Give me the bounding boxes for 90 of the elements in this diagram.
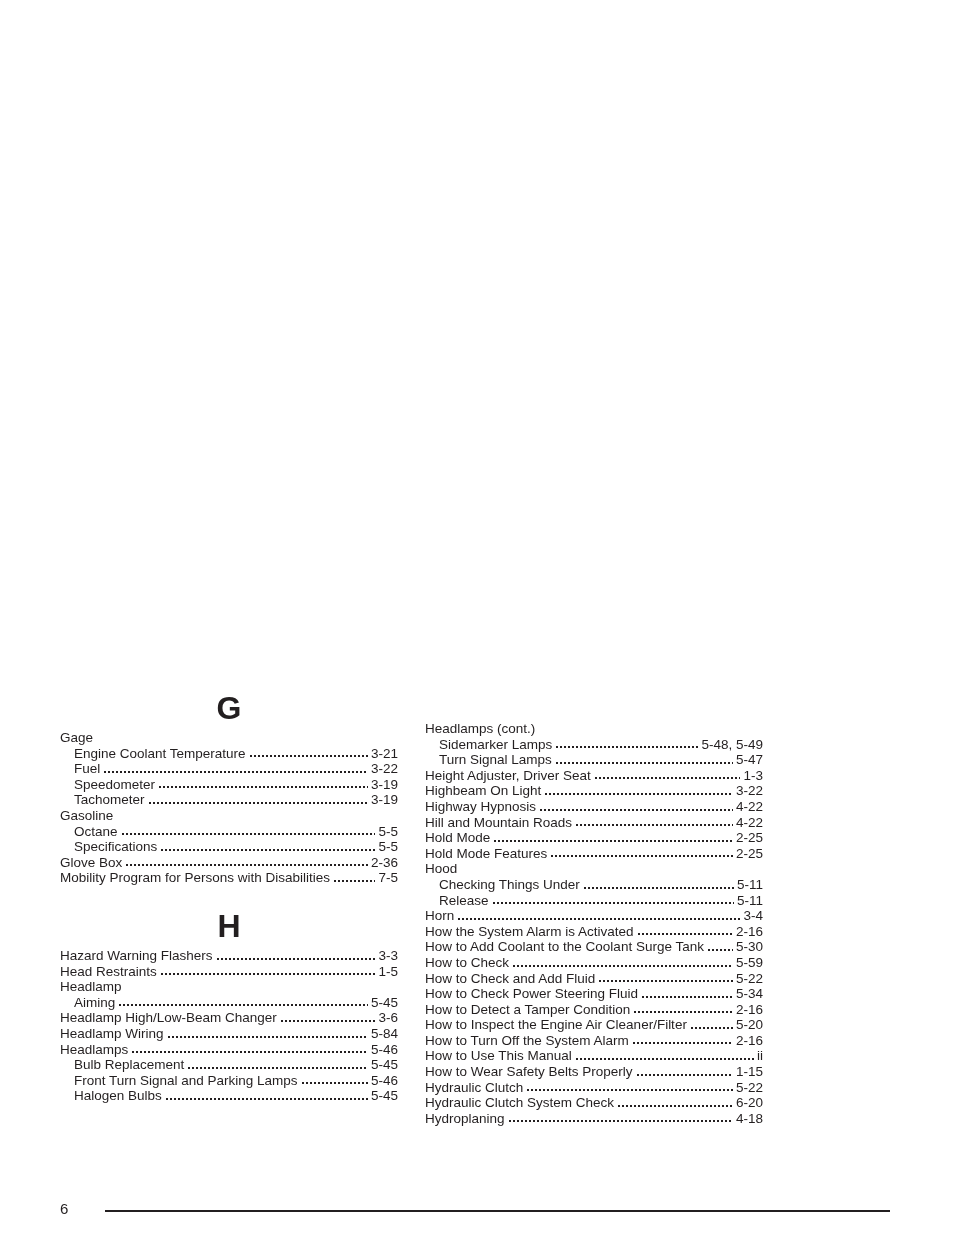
page-reference: 2-36: [370, 854, 398, 871]
index-entry: Headlamp High/Low-Beam Changer: [60, 1010, 277, 1026]
index-entry: Horn: [425, 908, 455, 924]
index-entry: Hydroplaning: [425, 1110, 505, 1127]
page-reference: 3-4: [743, 908, 763, 924]
index-entry: Headlamp Wiring: [60, 1025, 164, 1042]
page-reference: 2-25: [735, 845, 763, 862]
page-reference: 5-5: [378, 823, 398, 840]
index-entry: Highbeam On Light: [425, 783, 542, 799]
page-reference: 4-22: [735, 814, 763, 831]
page-reference: 3-22: [370, 761, 398, 777]
page-reference: 5-22: [735, 1079, 763, 1096]
index-entry: Octane: [74, 823, 118, 840]
index-entry: Headlamps: [60, 1041, 129, 1058]
page-reference: 3-19: [370, 792, 398, 808]
page-reference: 2-25: [735, 830, 763, 846]
page-reference: 1-3: [743, 767, 763, 784]
index-entry: How to Check Power Steering Fluid: [425, 986, 639, 1002]
index-entry: Release: [439, 892, 489, 909]
index-entry: Hydraulic Clutch: [425, 1079, 524, 1096]
page-reference: 5-47: [735, 752, 763, 768]
index-entry: Tachometer: [74, 792, 145, 808]
index-entry: Turn Signal Lamps: [439, 752, 552, 768]
index-entry: How to Inspect the Engine Air Cleaner/Filter: [425, 1017, 687, 1033]
page-reference: 3-6: [378, 1010, 398, 1026]
page-reference: 1-5: [378, 963, 398, 980]
page-reference: 5-46: [370, 1072, 398, 1089]
section-letter: G: [215, 690, 243, 726]
index-entry: Mobility Program for Persons with Disabilities: [60, 870, 331, 886]
page-reference: 3-22: [735, 783, 763, 799]
page-reference: 3-19: [370, 776, 398, 793]
index-entry: Speedometer: [74, 776, 156, 793]
index-entry: How to Add Coolant to the Coolant Surge Tank: [425, 939, 704, 955]
index-entry: Hydraulic Clutch System Check: [425, 1095, 615, 1111]
index-entry: Hood: [425, 861, 458, 877]
page-reference: 5-48, 5-49: [701, 736, 763, 753]
section-letter: H: [216, 907, 242, 944]
page-reference: 5-11: [736, 892, 763, 909]
page-reference: 5-22: [735, 970, 763, 987]
page-reference: 5-11: [736, 876, 763, 893]
page-reference: 4-18: [735, 1110, 763, 1127]
index-entry: Front Turn Signal and Parking Lamps: [74, 1072, 298, 1089]
index-entry: Gage: [60, 730, 94, 746]
index-entry: Checking Things Under: [439, 876, 580, 893]
index-entry: Aiming: [74, 994, 116, 1011]
page-reference: 5-45: [370, 1088, 398, 1104]
index-entry: Headlamps (cont.): [425, 721, 536, 737]
index-entry: Headlamp: [60, 979, 122, 995]
page-reference: 2-16: [735, 923, 763, 940]
page-reference: 5-5: [378, 839, 398, 855]
index-entry: Head Restraints: [60, 963, 157, 980]
page-reference: 5-45: [370, 994, 398, 1011]
index-entry: Halogen Bulbs: [74, 1088, 162, 1104]
index-entry: Hold Mode Features: [425, 845, 548, 862]
page-reference: 5-30: [735, 939, 763, 955]
page-reference: 5-45: [370, 1057, 398, 1073]
page-reference: 2-16: [735, 1032, 763, 1049]
page-reference: 5-84: [370, 1025, 398, 1042]
page-reference: 7-5: [378, 870, 398, 886]
index-entry: How to Use This Manual: [425, 1048, 572, 1065]
index-entry: How the System Alarm is Activated: [425, 923, 634, 940]
page-reference: 3-21: [370, 745, 398, 762]
page-reference: 1-15: [735, 1064, 763, 1080]
index-entry: Sidemarker Lamps: [439, 736, 553, 753]
page-number: 6: [60, 1200, 69, 1217]
page-reference: 5-46: [370, 1041, 398, 1058]
page-reference: 5-20: [735, 1017, 763, 1033]
index-entry: Hill and Mountain Roads: [425, 814, 573, 831]
index-entry: Glove Box: [60, 854, 123, 871]
index-entry: Gasoline: [60, 807, 114, 824]
index-entry: How to Check: [425, 954, 510, 971]
index-entry: How to Check and Add Fluid: [425, 970, 596, 987]
index-entry: Hazard Warning Flashers: [60, 947, 213, 964]
page-reference: 5-34: [735, 986, 763, 1002]
page-reference: 2-16: [735, 1001, 763, 1018]
page-reference: 4-22: [735, 798, 763, 815]
index-entry: Bulb Replacement: [74, 1057, 185, 1073]
index-entry: Height Adjuster, Driver Seat: [425, 767, 591, 784]
index-entry: How to Turn Off the System Alarm: [425, 1032, 629, 1049]
page-reference: 3-3: [378, 947, 398, 964]
index-entry: How to Detect a Tamper Condition: [425, 1001, 631, 1018]
index-entry: Fuel: [74, 761, 101, 777]
index-entry: Highway Hypnosis: [425, 798, 537, 815]
page-reference: 5-59: [735, 954, 763, 971]
index-entry: How to Wear Safety Belts Properly: [425, 1064, 633, 1080]
index-entry: Engine Coolant Temperature: [74, 745, 246, 762]
index-entry: Hold Mode: [425, 830, 491, 846]
index-entry: Specifications: [74, 839, 158, 855]
page-reference: 6-20: [735, 1095, 763, 1111]
page-reference: ii: [757, 1048, 763, 1065]
